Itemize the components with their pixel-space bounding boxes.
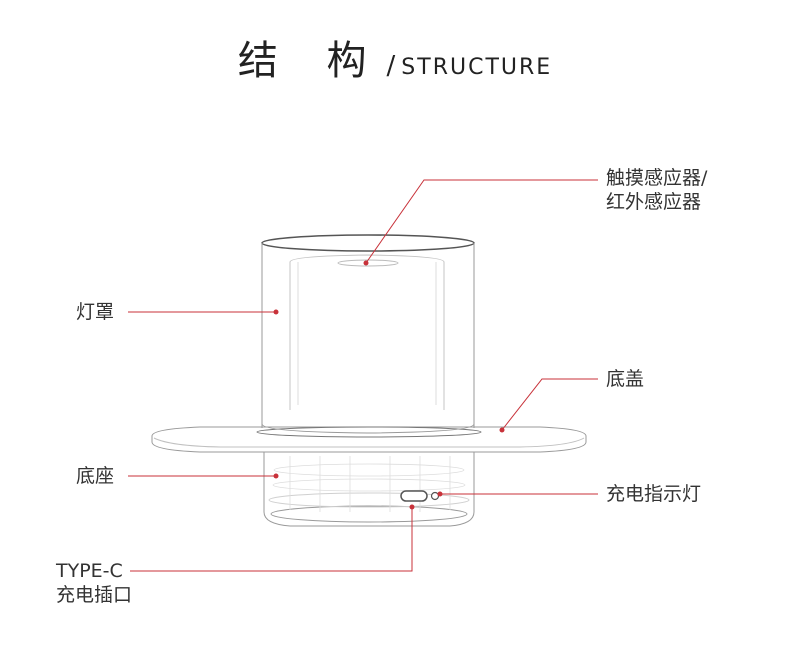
label-touch-sensor-line2: 红外感应器 [606,191,702,213]
type-c-port-shape [400,490,428,502]
label-base: 底座 [76,465,115,487]
label-type-c-line1: TYPE-C [56,560,123,582]
label-touch-sensor-line1: 触摸感应器/ [606,167,708,189]
title-separator: / [386,51,396,81]
label-type-c-line2: 充电插口 [56,584,133,606]
leader-bottom-cover [501,378,598,431]
label-charge-indicator: 充电指示灯 [606,483,702,505]
leader-type-c [130,507,413,572]
leader-touch-sensor [365,179,598,264]
label-touch-sensor: 触摸感应器/ 红外感应器 [606,166,707,214]
title-chinese: 结 构 [237,38,385,84]
leader-dots [273,260,505,510]
bottom-cover-plate [151,426,587,453]
lampshade-body [261,234,475,434]
title-english: STRUCTURE [401,55,553,80]
label-lampshade: 灯罩 [76,301,115,323]
label-bottom-cover: 底盖 [606,368,645,390]
page-title: 结 构/STRUCTURE [0,28,790,86]
leader-lines [128,179,598,572]
label-type-c: TYPE-C 充电插口 [56,559,132,607]
charge-indicator-shape [430,491,440,501]
base-body [263,452,475,527]
